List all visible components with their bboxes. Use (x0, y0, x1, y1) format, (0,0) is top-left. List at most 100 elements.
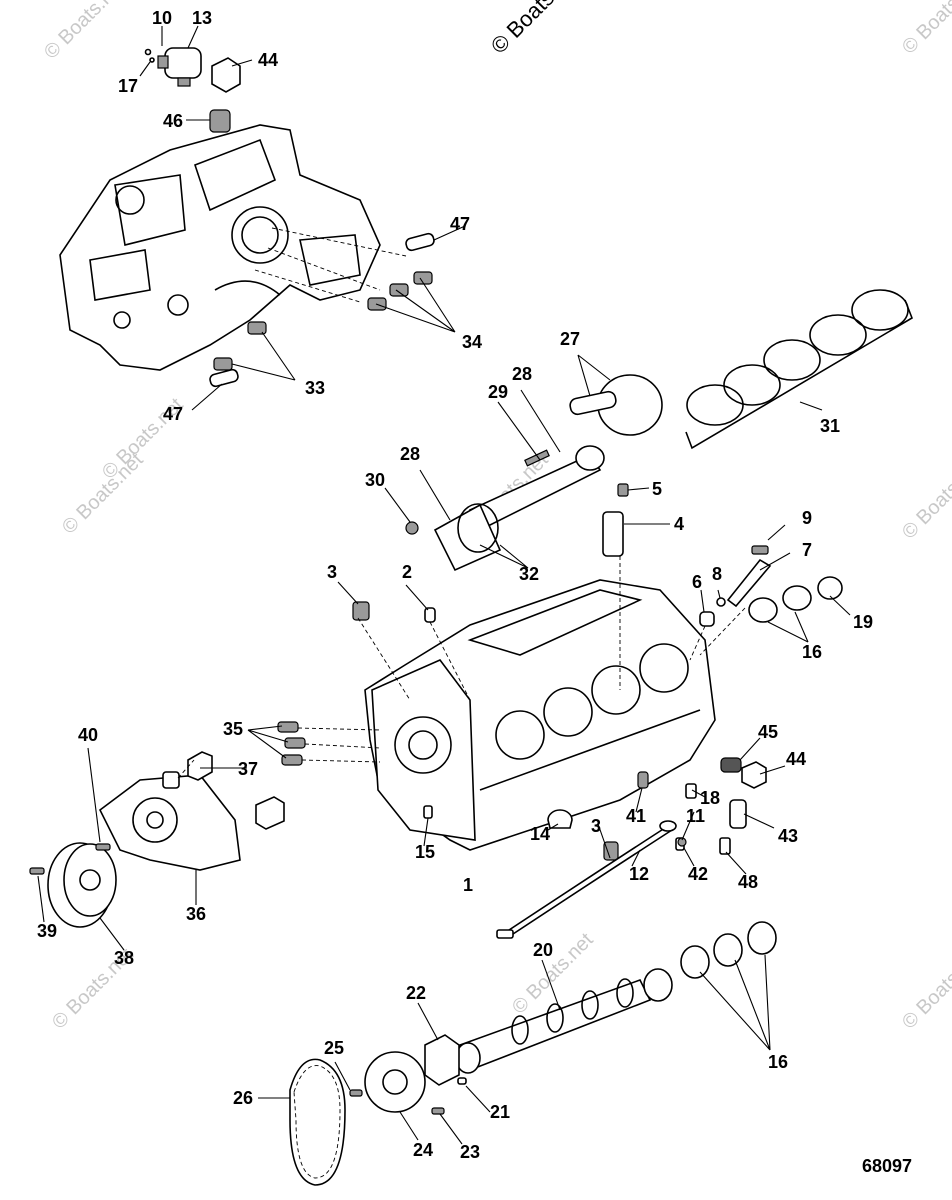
cylinder-bore-3 (591, 665, 641, 715)
callout-12: 12 (629, 864, 649, 884)
core-plug-35 (281, 754, 303, 766)
rear-hole (167, 294, 189, 316)
callout-28-lower: 28 (400, 444, 420, 464)
bolt-23 (431, 1107, 445, 1115)
callout-34: 34 (462, 332, 482, 352)
callout-16-upper: 16 (802, 642, 822, 662)
cam-bearing (748, 597, 778, 623)
water-pump-outlet (162, 771, 180, 789)
dipstick-end (496, 929, 514, 939)
fitting-18 (685, 783, 697, 799)
callout-14: 14 (530, 824, 550, 844)
bolt-5 (617, 483, 629, 497)
water-pump-hub (146, 811, 164, 829)
timing-chain-links (293, 1065, 341, 1179)
dowel-2 (424, 607, 436, 623)
bolt-25 (349, 1089, 363, 1097)
dipstick-cap (659, 820, 677, 832)
callout-46: 46 (163, 111, 183, 131)
watermark: © Boats.net (898, 0, 952, 59)
piston-ring (686, 384, 744, 426)
cylinder-bore-2 (543, 687, 593, 737)
plug-48 (719, 837, 731, 855)
plug-6 (699, 611, 715, 627)
callout-43: 43 (778, 826, 798, 846)
cam-bearing (747, 921, 777, 955)
cam-bearing (680, 945, 710, 979)
callout-25: 25 (324, 1038, 344, 1058)
callout-21: 21 (490, 1102, 510, 1122)
rear-seal (817, 576, 843, 600)
cam-bearings-upper (748, 576, 843, 623)
watermark: © Boats.net (898, 454, 952, 544)
core-plug (389, 283, 409, 297)
bolt-39 (29, 867, 45, 875)
rear-bore (231, 206, 289, 264)
bolt-40 (95, 843, 111, 851)
cam-lobe (616, 978, 634, 1008)
piston-ring (809, 314, 867, 356)
rod-cap (433, 503, 502, 572)
watermark-top: © Boats (486, 0, 559, 59)
dipstick-tube (496, 820, 677, 939)
callout-8: 8 (712, 564, 722, 584)
callout-6: 6 (692, 572, 702, 592)
rod-nut (405, 521, 419, 535)
fitting-43 (729, 799, 747, 829)
cam-bearing (713, 933, 743, 967)
callout-20: 20 (533, 940, 553, 960)
callout-2: 2 (402, 562, 412, 582)
core-plug-35 (284, 737, 306, 749)
callout-38: 38 (114, 948, 134, 968)
camshaft-group (289, 921, 777, 1186)
dipstick-line (505, 825, 669, 933)
core-plug (247, 321, 267, 335)
callout-10: 10 (152, 8, 172, 28)
fitting-41 (637, 771, 649, 789)
rear-hole (113, 311, 131, 329)
callout-27: 27 (560, 329, 580, 349)
watermark: © Boats.net (40, 0, 130, 64)
sensor-4 (602, 511, 624, 557)
callout-32: 32 (519, 564, 539, 584)
dipstick-line (509, 829, 673, 937)
callout-29: 29 (488, 382, 508, 402)
cylinder-block (277, 579, 716, 861)
front-face-bore-inner (408, 730, 438, 760)
sender-thread (177, 77, 191, 87)
block-front-face (371, 659, 476, 841)
knock-sensor-group (602, 483, 772, 608)
callout-44-top: 44 (258, 50, 278, 70)
adapter-fitting (209, 109, 231, 133)
callout-28-upper: 28 (512, 364, 532, 384)
callout-17: 17 (118, 76, 138, 96)
bracket-7 (726, 558, 772, 608)
rear-flange (89, 249, 151, 301)
cylinder-bore-1 (495, 710, 545, 760)
plug-14 (547, 809, 573, 829)
pulley-38-face (63, 843, 117, 917)
washer-8 (716, 597, 726, 607)
camshaft (458, 979, 652, 1072)
figure-number: 68097 (862, 1156, 912, 1176)
rear-bore-inner (241, 216, 279, 254)
callout-22: 22 (406, 983, 426, 1003)
cam-sprocket-24 (364, 1051, 426, 1113)
block-deck-line (479, 709, 701, 791)
rear-block-web (193, 138, 277, 212)
callout-40: 40 (78, 725, 98, 745)
plugs-and-dowels (209, 232, 435, 388)
ring-bracket (685, 299, 913, 450)
callout-3-upper: 3 (327, 562, 337, 582)
oil-pressure-sender-group (144, 47, 241, 133)
callout-11: 11 (686, 806, 705, 826)
callout-3-lower: 3 (591, 816, 601, 836)
callout-39: 39 (37, 921, 57, 941)
rear-hole (115, 185, 145, 215)
callout-4: 4 (674, 514, 684, 534)
water-pump-group (29, 751, 285, 928)
watermark: © Boats.net (898, 944, 952, 1034)
plug-3 (352, 601, 370, 621)
cam-lobe (581, 990, 599, 1020)
assembly-guide-lines (177, 227, 746, 779)
